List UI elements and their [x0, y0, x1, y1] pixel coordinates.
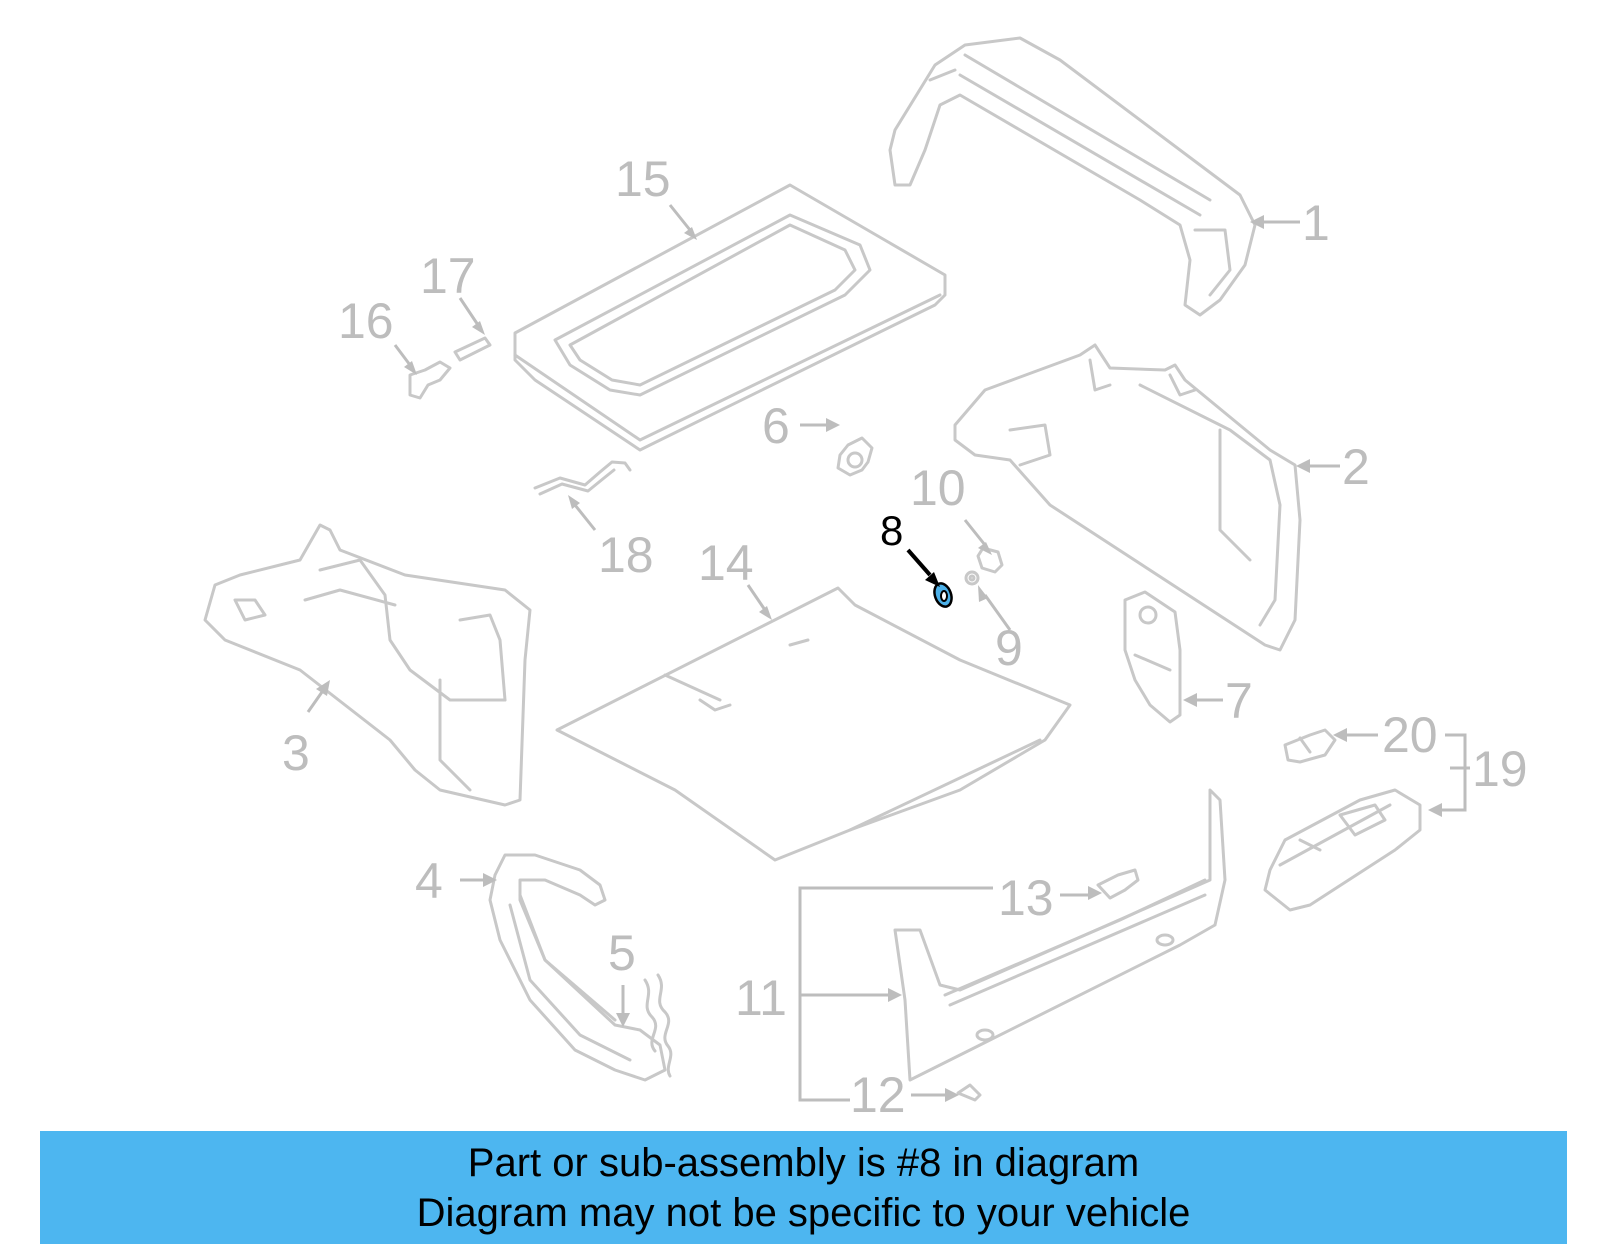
callout-9: 9: [995, 620, 1023, 676]
part-15-cargo-cover: [513, 183, 947, 452]
leader-lines: [306, 204, 1470, 1102]
part-16-hook: [408, 360, 452, 400]
callout-2: 2: [1342, 439, 1370, 495]
callout-13: 13: [998, 870, 1054, 926]
part-7-trim-panel: [1123, 590, 1182, 724]
part-18-cable: [533, 460, 632, 496]
part-4-trim-bracket: [488, 853, 667, 1082]
part-5-insert-strip: [643, 973, 673, 1078]
part-10-plug: [976, 546, 1004, 574]
part-19-lamp-housing: [1263, 788, 1422, 912]
part-8-highlighted-grommet: [933, 582, 953, 608]
callout-7: 7: [1225, 673, 1253, 729]
callout-5: 5: [608, 925, 636, 981]
callout-17: 17: [420, 248, 476, 304]
callout-8: 8: [880, 507, 903, 554]
part-1-rear-upper-trim: [888, 36, 1257, 317]
part-2-right-quarter-trim: [953, 343, 1302, 652]
callout-4: 4: [415, 853, 443, 909]
part-6-clip: [836, 436, 874, 477]
banner-line-2: Diagram may not be specific to your vehi…: [416, 1190, 1191, 1235]
callout-19: 19: [1472, 741, 1528, 797]
part-17-pin: [453, 336, 492, 362]
callout-20: 20: [1382, 707, 1438, 763]
callout-15: 15: [615, 151, 671, 207]
part-20-bulb: [1283, 728, 1337, 764]
callout-14: 14: [698, 535, 754, 591]
part-3-left-quarter-trim: [203, 523, 532, 807]
callout-18: 18: [598, 527, 654, 583]
callout-16: 16: [338, 293, 394, 349]
part-14-floor-cover: [555, 586, 1072, 862]
callout-11: 11: [735, 970, 787, 1026]
callout-3: 3: [282, 725, 310, 781]
banner-line-1: Part or sub-assembly is #8 in diagram: [467, 1140, 1140, 1185]
part-13-bracket: [1096, 868, 1140, 900]
part-8-leader: [906, 548, 940, 587]
callout-6: 6: [762, 398, 790, 454]
callout-10: 10: [910, 460, 966, 516]
callout-12: 12: [850, 1067, 906, 1123]
part-11-rear-sill-plate: [893, 788, 1227, 1082]
part-9-washer: [964, 570, 980, 586]
info-banner: Part or sub-assembly is #8 in diagram Di…: [40, 1131, 1567, 1244]
callout-1: 1: [1302, 195, 1330, 251]
part-12-clip: [956, 1083, 982, 1102]
